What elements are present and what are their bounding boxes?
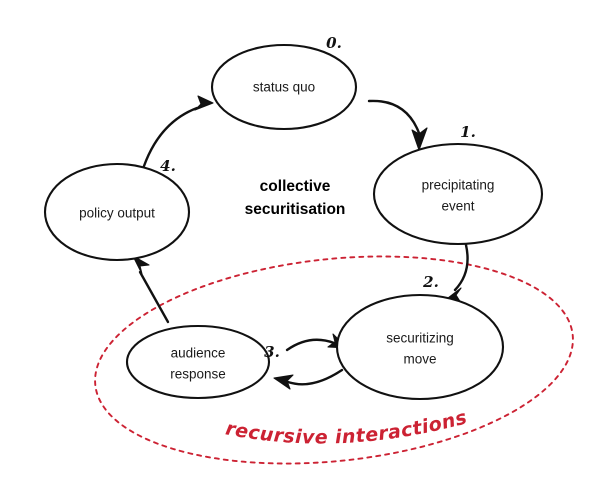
node-precipitating-event-shape[interactable]: [372, 142, 544, 246]
arrow-policy-output-to-status-quo: [142, 95, 214, 168]
node-status-quo-shape[interactable]: [210, 43, 358, 131]
node-audience-response-shape[interactable]: [125, 324, 271, 400]
flow-arrows-group: [132, 95, 469, 390]
node-status-quo[interactable]: status quo 0.: [210, 34, 358, 131]
node-precipitating-event-label-line2: event: [441, 199, 474, 214]
node-status-quo-label: status quo: [253, 80, 315, 95]
node-audience-response-label-line1: audience: [171, 346, 226, 361]
node-policy-output-shape[interactable]: [43, 162, 191, 262]
nodes-group: status quo 0. precipitating event 1. sec…: [43, 34, 544, 401]
arrow-status-quo-to-precipitating-event: [367, 99, 428, 151]
arrow-audience-response-to-policy-output: [132, 255, 170, 324]
node-securitizing-move-label-line2: move: [403, 352, 436, 367]
node-precipitating-event[interactable]: precipitating event 1.: [372, 123, 544, 246]
node-securitizing-move[interactable]: securitizing move 2.: [335, 273, 505, 401]
step-number-3: 3.: [264, 343, 280, 361]
recursive-boundary-ellipse: [94, 255, 574, 465]
node-securitizing-move-label-line1: securitizing: [386, 331, 454, 346]
step-number-1: 1.: [460, 123, 476, 141]
step-number-4: 4.: [160, 157, 176, 175]
node-audience-response-label-line2: response: [170, 367, 226, 382]
center-title-line2: securitisation: [245, 201, 346, 218]
step-number-2: 2.: [422, 273, 439, 291]
node-precipitating-event-label-line1: precipitating: [422, 178, 495, 193]
arrow-precipitating-event-to-securitizing-move: [443, 243, 469, 304]
node-policy-output[interactable]: policy output 4.: [43, 157, 191, 262]
node-audience-response[interactable]: audience response 3.: [125, 324, 280, 400]
center-title-line1: collective: [260, 178, 331, 195]
arrow-securitizing-move-to-audience-response: [273, 368, 344, 390]
node-policy-output-label: policy output: [79, 206, 155, 221]
step-number-0: 0.: [326, 34, 342, 52]
node-securitizing-move-shape[interactable]: [335, 293, 505, 401]
center-title: collective securitisation: [245, 178, 346, 218]
recursive-interactions-label: recursive interactions: [224, 406, 470, 448]
